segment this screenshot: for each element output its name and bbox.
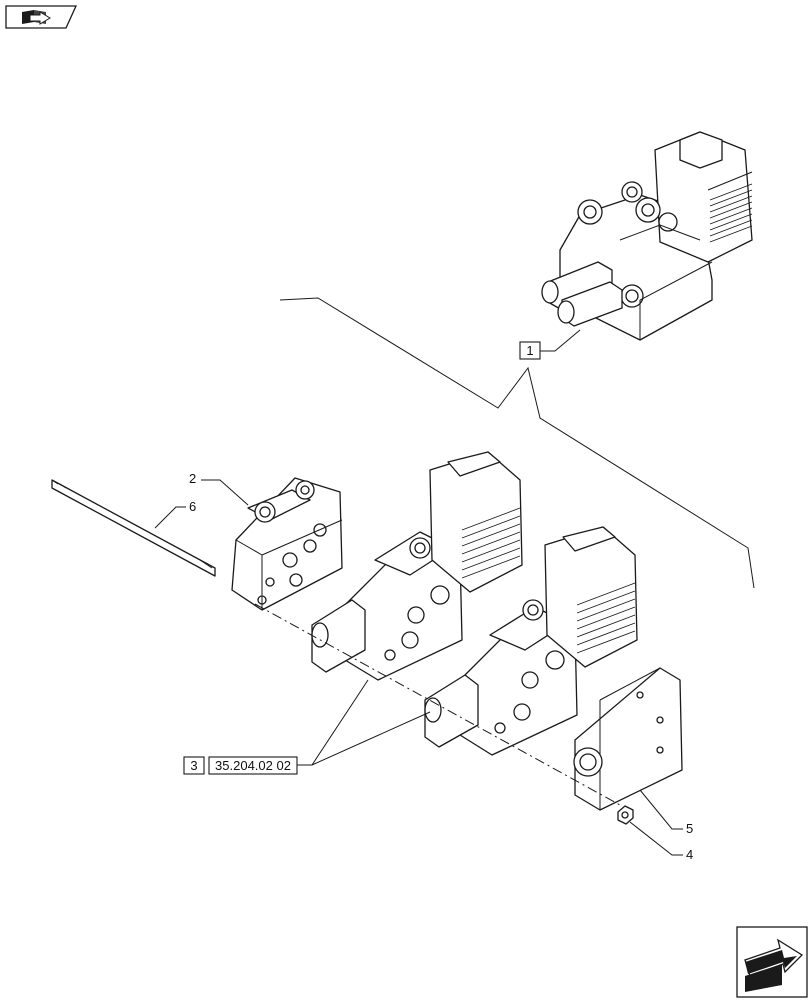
top-nav-button[interactable] bbox=[5, 5, 78, 29]
book-arrow-icon bbox=[22, 10, 51, 25]
svg-text:3: 3 bbox=[190, 758, 197, 773]
control-section-2-illustration bbox=[424, 526, 638, 756]
tie-rod-illustration bbox=[51, 479, 216, 577]
next-page-button[interactable] bbox=[736, 926, 808, 998]
valve-fins-2 bbox=[461, 507, 521, 579]
callout-1: 1 bbox=[279, 297, 755, 589]
valve-fins-1 bbox=[709, 183, 753, 243]
next-page-arrow-icon bbox=[744, 938, 804, 992]
callout-4: 4 bbox=[629, 821, 693, 862]
callout-6: 6 bbox=[154, 499, 196, 529]
svg-text:2: 2 bbox=[189, 471, 196, 486]
callout-5: 5 bbox=[639, 789, 693, 836]
svg-text:5: 5 bbox=[686, 821, 693, 836]
callout-2: 2 bbox=[189, 471, 249, 506]
assembly-axis-line bbox=[254, 603, 621, 806]
svg-text:6: 6 bbox=[189, 499, 196, 514]
valve-fins-3 bbox=[576, 582, 636, 654]
nut-illustration bbox=[617, 805, 634, 825]
svg-text:4: 4 bbox=[686, 847, 693, 862]
svg-text:1: 1 bbox=[526, 343, 533, 358]
callout-3-reference[interactable]: 3 35.204.02 02 bbox=[183, 679, 431, 775]
svg-text:35.204.02 02: 35.204.02 02 bbox=[215, 758, 291, 773]
outlet-cover-illustration bbox=[573, 667, 683, 811]
assembled-valve-illustration bbox=[541, 131, 753, 341]
inlet-cover-illustration bbox=[231, 477, 343, 611]
control-section-1-illustration bbox=[311, 451, 523, 681]
